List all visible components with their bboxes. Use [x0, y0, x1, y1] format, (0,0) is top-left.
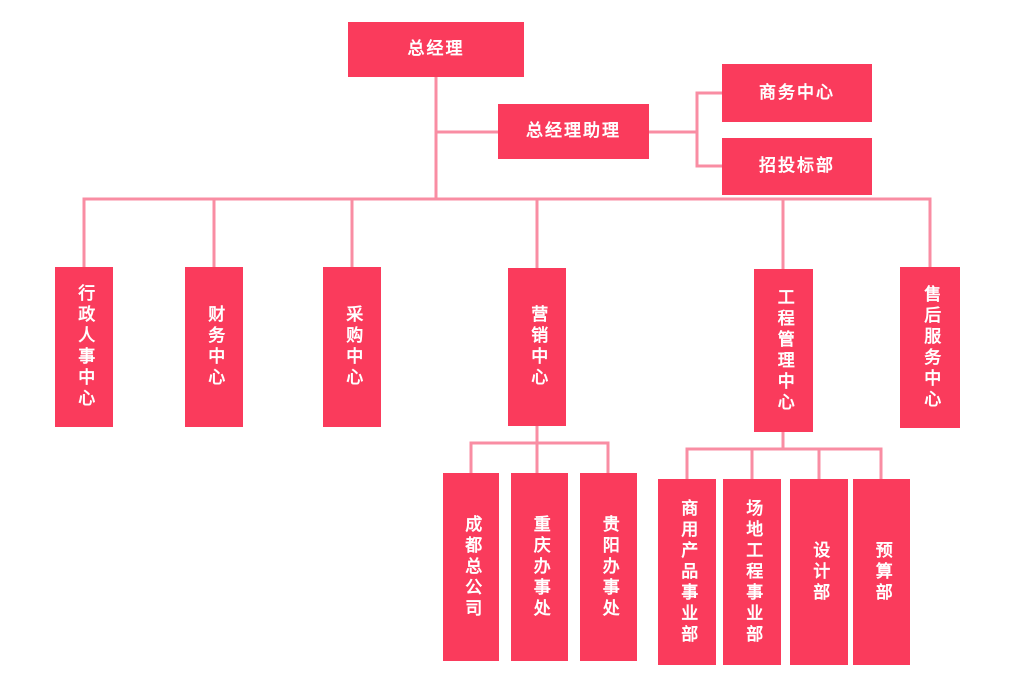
node-after-sales-center[interactable]: 售后服务中心 — [900, 267, 960, 428]
node-business-center[interactable]: 商务中心 — [722, 64, 872, 122]
node-design-dept[interactable]: 设计部 — [790, 479, 848, 665]
node-general-manager[interactable]: 总经理 — [348, 22, 524, 77]
node-finance-center[interactable]: 财务中心 — [185, 267, 243, 427]
node-engineering-mgmt-center[interactable]: 工程管理中心 — [754, 269, 813, 432]
node-site-engineering-div[interactable]: 场地工程事业部 — [723, 479, 781, 665]
node-admin-hr-center[interactable]: 行政人事中心 — [55, 267, 113, 427]
node-bidding-dept[interactable]: 招投标部 — [722, 138, 872, 195]
node-chengdu-hq[interactable]: 成都总公司 — [443, 473, 499, 661]
node-chongqing-office[interactable]: 重庆办事处 — [511, 473, 568, 661]
node-gm-assistant[interactable]: 总经理助理 — [498, 104, 649, 159]
node-marketing-center[interactable]: 营销中心 — [508, 268, 566, 426]
node-guiyang-office[interactable]: 贵阳办事处 — [580, 473, 637, 661]
node-commercial-products-div[interactable]: 商用产品事业部 — [658, 479, 716, 665]
node-procurement-center[interactable]: 采购中心 — [323, 267, 381, 427]
node-budget-dept[interactable]: 预算部 — [853, 479, 910, 665]
